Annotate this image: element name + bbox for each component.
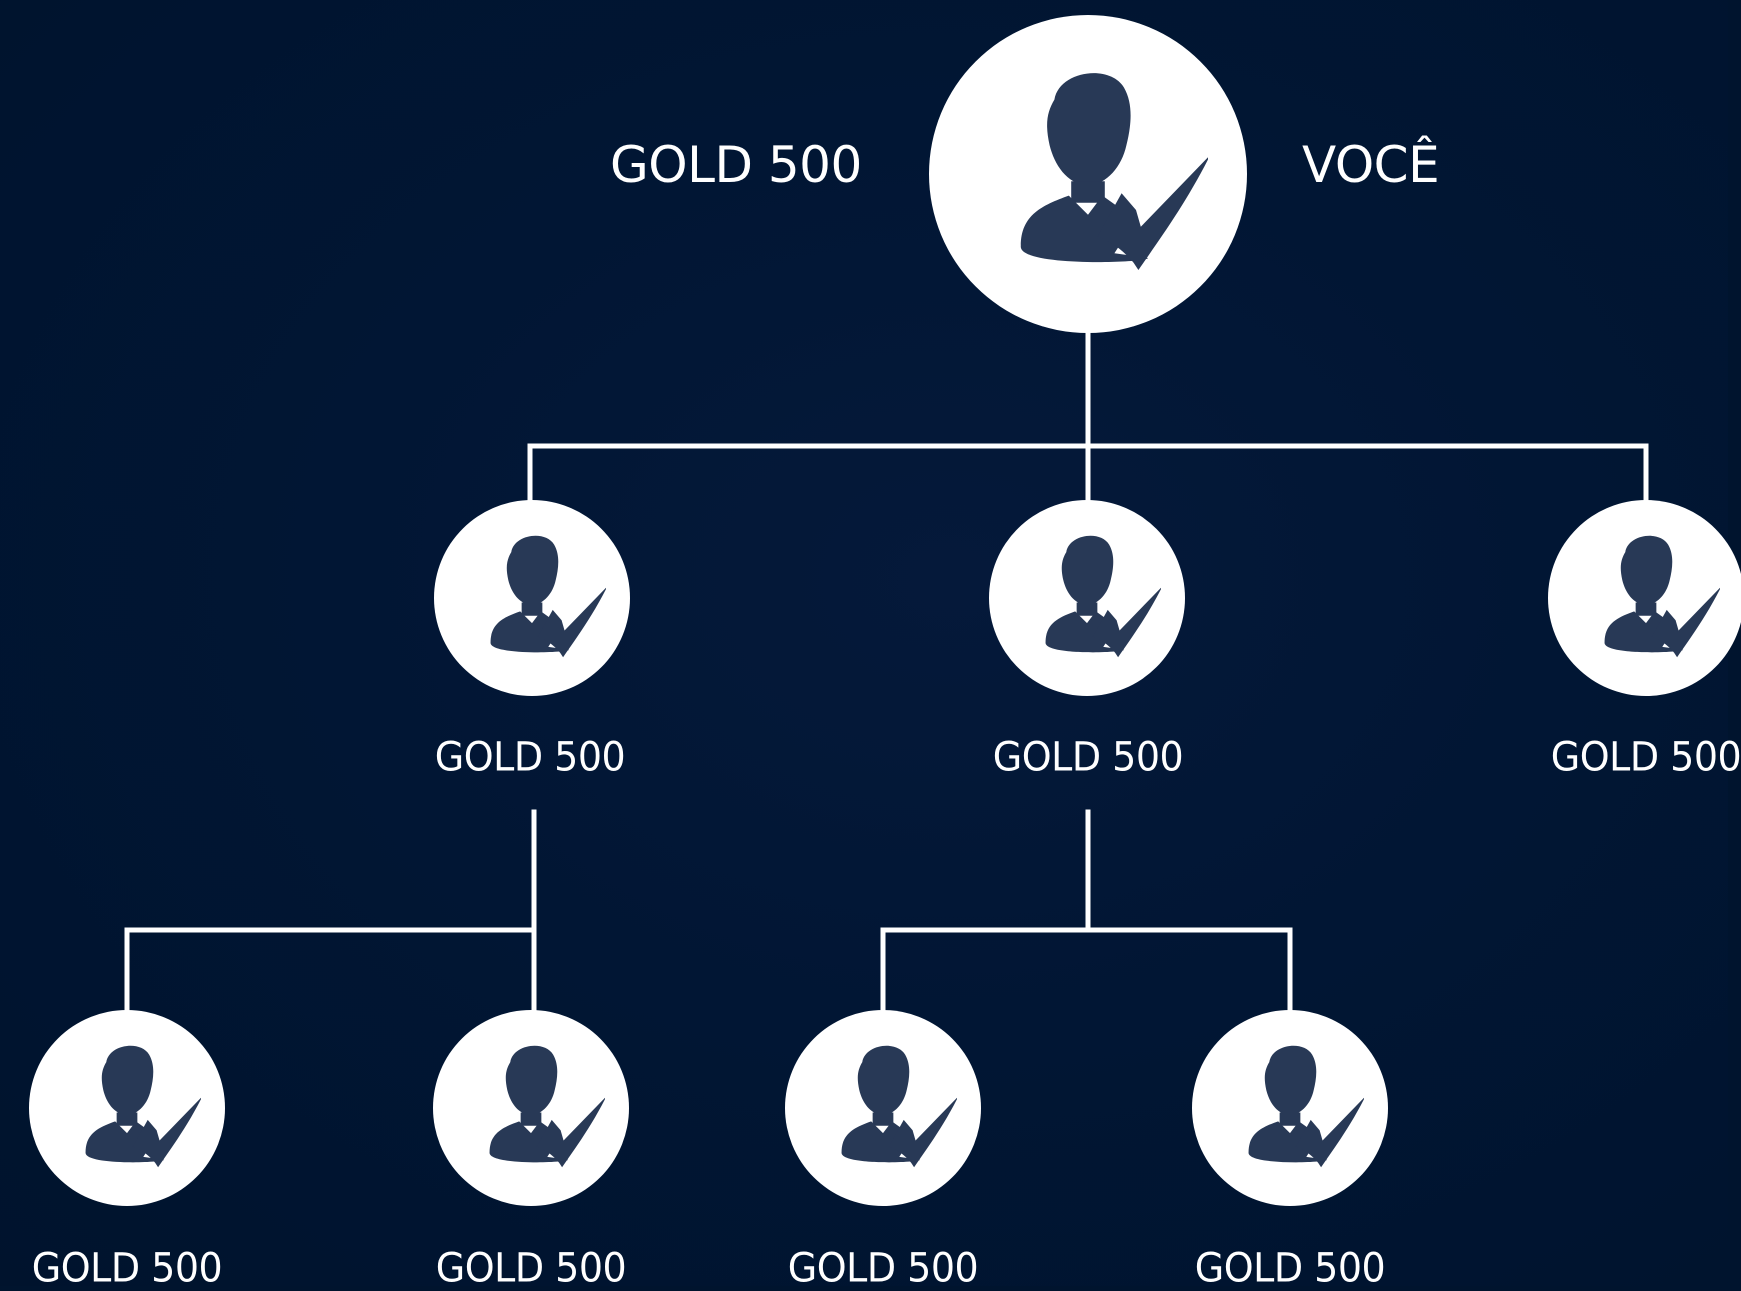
nodes	[29, 15, 1741, 1206]
node-l1-mid	[989, 500, 1185, 696]
node-l2-4	[1192, 1010, 1388, 1206]
node-label: GOLD 500	[787, 1244, 979, 1291]
node-root	[929, 15, 1247, 333]
node-l1-left	[434, 500, 630, 696]
connector-lines	[124, 327, 1649, 1015]
node-l2-3	[785, 1010, 981, 1206]
node-label: GOLD 500	[435, 1244, 627, 1291]
node-label: GOLD 500	[992, 733, 1184, 781]
node-l2-2	[433, 1010, 629, 1206]
node-label: GOLD 500	[434, 733, 626, 781]
root-left-label: GOLD 500	[610, 136, 862, 194]
node-l1-right	[1548, 500, 1741, 696]
node-label: GOLD 500	[1550, 733, 1741, 781]
node-l2-1	[29, 1010, 225, 1206]
root-right-label: VOCÊ	[1302, 136, 1440, 194]
node-label: GOLD 500	[1194, 1244, 1386, 1291]
node-label: GOLD 500	[31, 1244, 223, 1291]
